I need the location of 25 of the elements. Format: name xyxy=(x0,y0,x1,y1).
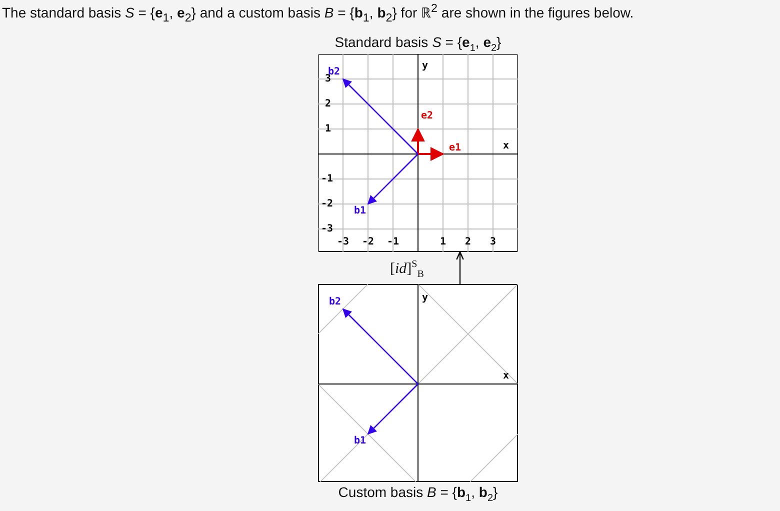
axis-label: -2 xyxy=(320,198,334,210)
axis-label: -2 xyxy=(362,236,374,248)
axis-label: -1 xyxy=(320,174,334,184)
arrow xyxy=(456,251,464,284)
axis-label: 3 xyxy=(324,74,332,84)
axis-label: -1 xyxy=(386,236,400,248)
axis-label: -3 xyxy=(336,236,350,248)
axis-label: -3 xyxy=(320,224,334,234)
title: The standard basis S = {e$_{1}$, e$_{2}$} and a custom basis B = {b$_{1}$, b$_{2}$} for ℝ$^{2}$ are shown in the figures below. xyxy=(2,2,634,24)
axis-label: e2 xyxy=(420,110,434,122)
axis-label: 2 xyxy=(324,98,332,110)
plot-caption: Standard basis S = {e$_{1}$, e$_{2}$} xyxy=(334,34,502,52)
axis-label: 1 xyxy=(440,236,446,248)
axis-label: 1 xyxy=(324,124,332,134)
axis-label: b1 xyxy=(354,436,366,446)
axis-label: e1 xyxy=(448,142,462,154)
axis-label: b1 xyxy=(354,206,366,216)
axis-label: 2 xyxy=(464,236,472,248)
axis-label: b2 xyxy=(328,296,342,308)
axis-label: 3 xyxy=(490,236,496,248)
axis-label: x xyxy=(502,140,510,152)
axis-label: y xyxy=(422,60,428,72)
plot-caption: Custom basis B = {b$_{1}$, b$_{2}$} xyxy=(338,484,498,502)
axis-label: x xyxy=(502,370,510,382)
axis-label: y xyxy=(422,292,428,304)
